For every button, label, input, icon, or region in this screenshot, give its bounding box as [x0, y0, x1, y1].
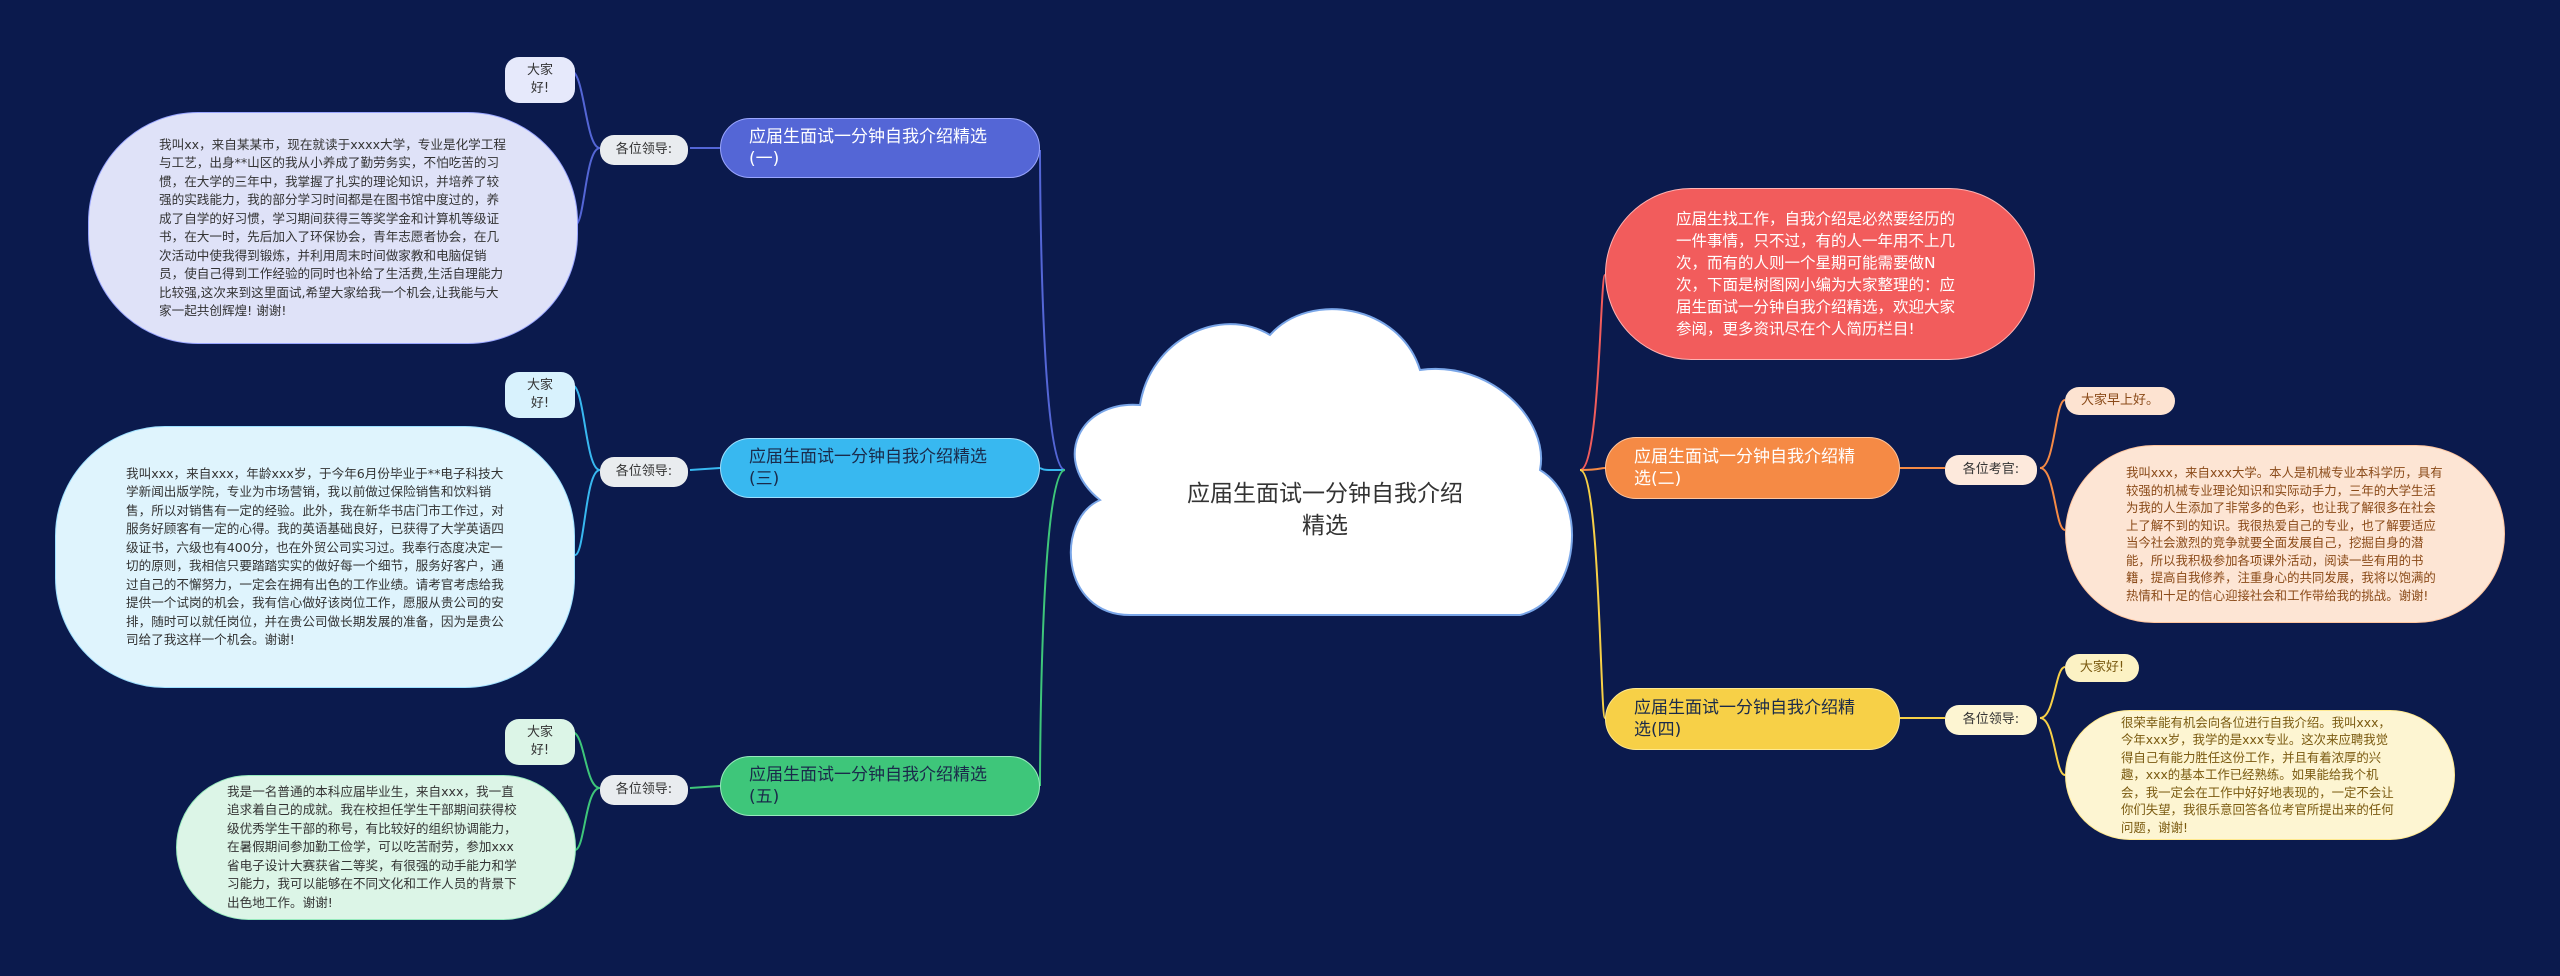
- topic-b2[interactable]: 应届生面试一分钟自我介绍精选(二): [1605, 437, 1900, 499]
- body-b5-text: 我是一名普通的本科应届毕业生，来自xxx，我一直追求着自己的成就。我在校担任学生…: [227, 783, 517, 910]
- center-title[interactable]: 应届生面试一分钟自我介绍精选: [1187, 481, 1463, 539]
- label-b2[interactable]: 各位考官:: [1945, 455, 2037, 485]
- topic-b4[interactable]: 应届生面试一分钟自我介绍精选(四): [1605, 688, 1900, 750]
- topic-b1-text: 应届生面试一分钟自我介绍精选(一): [749, 127, 987, 169]
- topic-b1[interactable]: 应届生面试一分钟自我介绍精选(一): [720, 118, 1040, 178]
- label-b5[interactable]: 各位领导:: [600, 775, 688, 805]
- body-b2-text: 我叫xxx，来自xxx大学。本人是机械专业本科学历，具有较强的机械专业理论知识和…: [2126, 465, 2443, 603]
- greeting-b5[interactable]: 大家好!: [505, 719, 575, 765]
- body-b3[interactable]: 我叫xxx，来自xxx，年龄xxx岁，于今年6月份毕业于**电子科技大学新闻出版…: [55, 426, 575, 688]
- topic-b2-text: 应届生面试一分钟自我介绍精选(二): [1634, 447, 1855, 489]
- label-b1[interactable]: 各位领导:: [600, 135, 688, 165]
- body-b3-text: 我叫xxx，来自xxx，年龄xxx岁，于今年6月份毕业于**电子科技大学新闻出版…: [126, 465, 504, 648]
- topic-b5[interactable]: 应届生面试一分钟自我介绍精选(五): [720, 756, 1040, 816]
- body-b4[interactable]: 很荣幸能有机会向各位进行自我介绍。我叫xxx，今年xxx岁，我学的是xxx专业。…: [2065, 710, 2455, 840]
- greeting-b1[interactable]: 大家好!: [505, 57, 575, 103]
- topic-b3-text: 应届生面试一分钟自我介绍精选(三): [749, 447, 987, 489]
- body-b4-text: 很荣幸能有机会向各位进行自我介绍。我叫xxx，今年xxx岁，我学的是xxx专业。…: [2121, 714, 2394, 835]
- greeting-b4[interactable]: 大家好!: [2065, 654, 2139, 682]
- topic-b3[interactable]: 应届生面试一分钟自我介绍精选(三): [720, 438, 1040, 498]
- body-b1[interactable]: 我叫xx，来自某某市，现在就读于xxxx大学，专业是化学工程与工艺，出身**山区…: [88, 112, 578, 344]
- label-b3[interactable]: 各位领导:: [600, 457, 688, 487]
- body-b1-text: 我叫xx，来自某某市，现在就读于xxxx大学，专业是化学工程与工艺，出身**山区…: [159, 136, 506, 319]
- center-cloud: [1069, 308, 1573, 616]
- body-b2[interactable]: 我叫xxx，来自xxx大学。本人是机械专业本科学历，具有较强的机械专业理论知识和…: [2065, 445, 2505, 623]
- greeting-b3[interactable]: 大家好!: [505, 372, 575, 418]
- body-b5[interactable]: 我是一名普通的本科应届毕业生，来自xxx，我一直追求着自己的成就。我在校担任学生…: [176, 775, 576, 920]
- greeting-b2[interactable]: 大家早上好。: [2065, 387, 2175, 415]
- topic-b5-text: 应届生面试一分钟自我介绍精选(五): [749, 765, 987, 807]
- topic-b4-text: 应届生面试一分钟自我介绍精选(四): [1634, 698, 1855, 740]
- intro-node[interactable]: 应届生找工作，自我介绍是必然要经历的一件事情，只不过，有的人一年用不上几次，而有…: [1605, 188, 2035, 360]
- label-b4[interactable]: 各位领导:: [1945, 705, 2037, 735]
- intro-text: 应届生找工作，自我介绍是必然要经历的一件事情，只不过，有的人一年用不上几次，而有…: [1676, 210, 1956, 338]
